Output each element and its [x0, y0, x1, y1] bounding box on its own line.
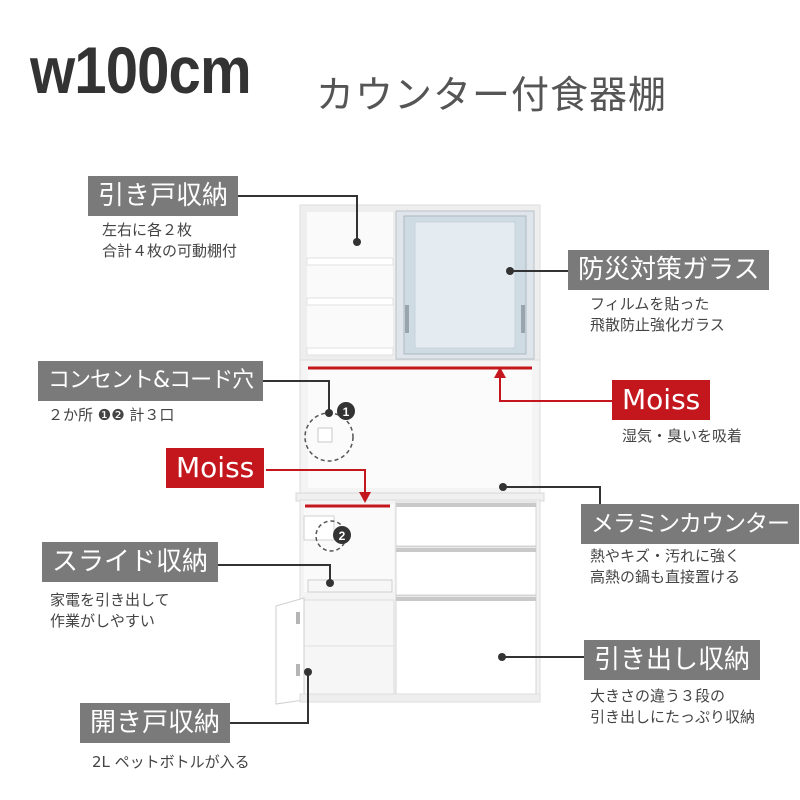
arrow-head-up	[494, 367, 506, 378]
desc-line: 熱やキズ・汚れに強く	[590, 547, 741, 565]
upper-cabinet	[299, 204, 541, 361]
desc-sliding-door: 左右に各２枚 合計４枚の可動棚付	[102, 220, 237, 262]
label-outlet: コンセント&コード穴	[38, 361, 264, 401]
outlet-marker-1-label: 1	[343, 405, 350, 419]
glass-door	[395, 210, 535, 360]
desc-moiss-right: 湿気・臭いを吸着	[622, 426, 742, 447]
desc-line: 引き出しにたっぷり収納	[590, 708, 756, 726]
desc-drawer: 大きさの違う３段の 引き出しにたっぷり収納	[590, 686, 755, 728]
desc-line: 左右に各２枚	[102, 221, 193, 239]
desc-line: 高熱の鍋も直接置ける	[590, 568, 741, 586]
desc-line: 2L ペットボトルが入る	[92, 753, 250, 771]
label-melamine: メラミンカウンター	[581, 504, 799, 544]
desc-hinged: 2L ペットボトルが入る	[92, 752, 250, 773]
outlet-marker-1	[337, 402, 355, 420]
desc-outlet: ２か所 ❶❷ 計３口	[48, 405, 174, 426]
desc-line: ２か所 ❶❷ 計３口	[48, 406, 175, 424]
label-glass: 防災対策ガラス	[568, 250, 770, 290]
desc-glass: フィルムを貼った 飛散防止強化ガラス	[590, 294, 725, 336]
desc-line: フィルムを貼った	[590, 295, 710, 313]
desc-melamine: 熱やキズ・汚れに強く 高熱の鍋も直接置ける	[590, 546, 740, 588]
desc-line: 合計４枚の可動棚付	[102, 242, 238, 260]
middle-open-space	[299, 359, 541, 496]
page-subtitle: カウンター付食器棚	[316, 73, 668, 117]
drawer-3	[395, 595, 537, 695]
label-hinged: 開き戸収納	[80, 703, 231, 743]
label-moiss-left: Moiss	[166, 448, 265, 488]
page-title: w100cm	[30, 33, 252, 107]
label-drawer: 引き出し収納	[584, 640, 761, 680]
label-slide: スライド収納	[42, 542, 219, 582]
desc-line: 飛散防止強化ガラス	[590, 316, 725, 334]
desc-slide: 家電を引き出して 作業がしやすい	[50, 590, 170, 632]
desc-line: 湿気・臭いを吸着	[622, 427, 743, 445]
outlet-marker-2-label: 2	[339, 529, 346, 543]
leader-dots	[304, 238, 514, 676]
label-moiss-right: Moiss	[612, 380, 711, 420]
moiss-arrows	[266, 374, 612, 496]
drawer-1	[395, 501, 537, 547]
leader-lines	[208, 195, 601, 724]
slide-tray	[307, 579, 393, 593]
desc-line: 作業がしやすい	[50, 612, 155, 630]
desc-line: 家電を引き出して	[50, 591, 170, 609]
arrow-head-down	[359, 492, 371, 503]
lower-cabinet	[275, 499, 541, 705]
outlet-marker-2	[333, 526, 351, 544]
drawer-2	[395, 546, 537, 596]
label-sliding-door: 引き戸収納	[88, 176, 239, 216]
desc-line: 大きさの違う３段の	[590, 687, 726, 705]
